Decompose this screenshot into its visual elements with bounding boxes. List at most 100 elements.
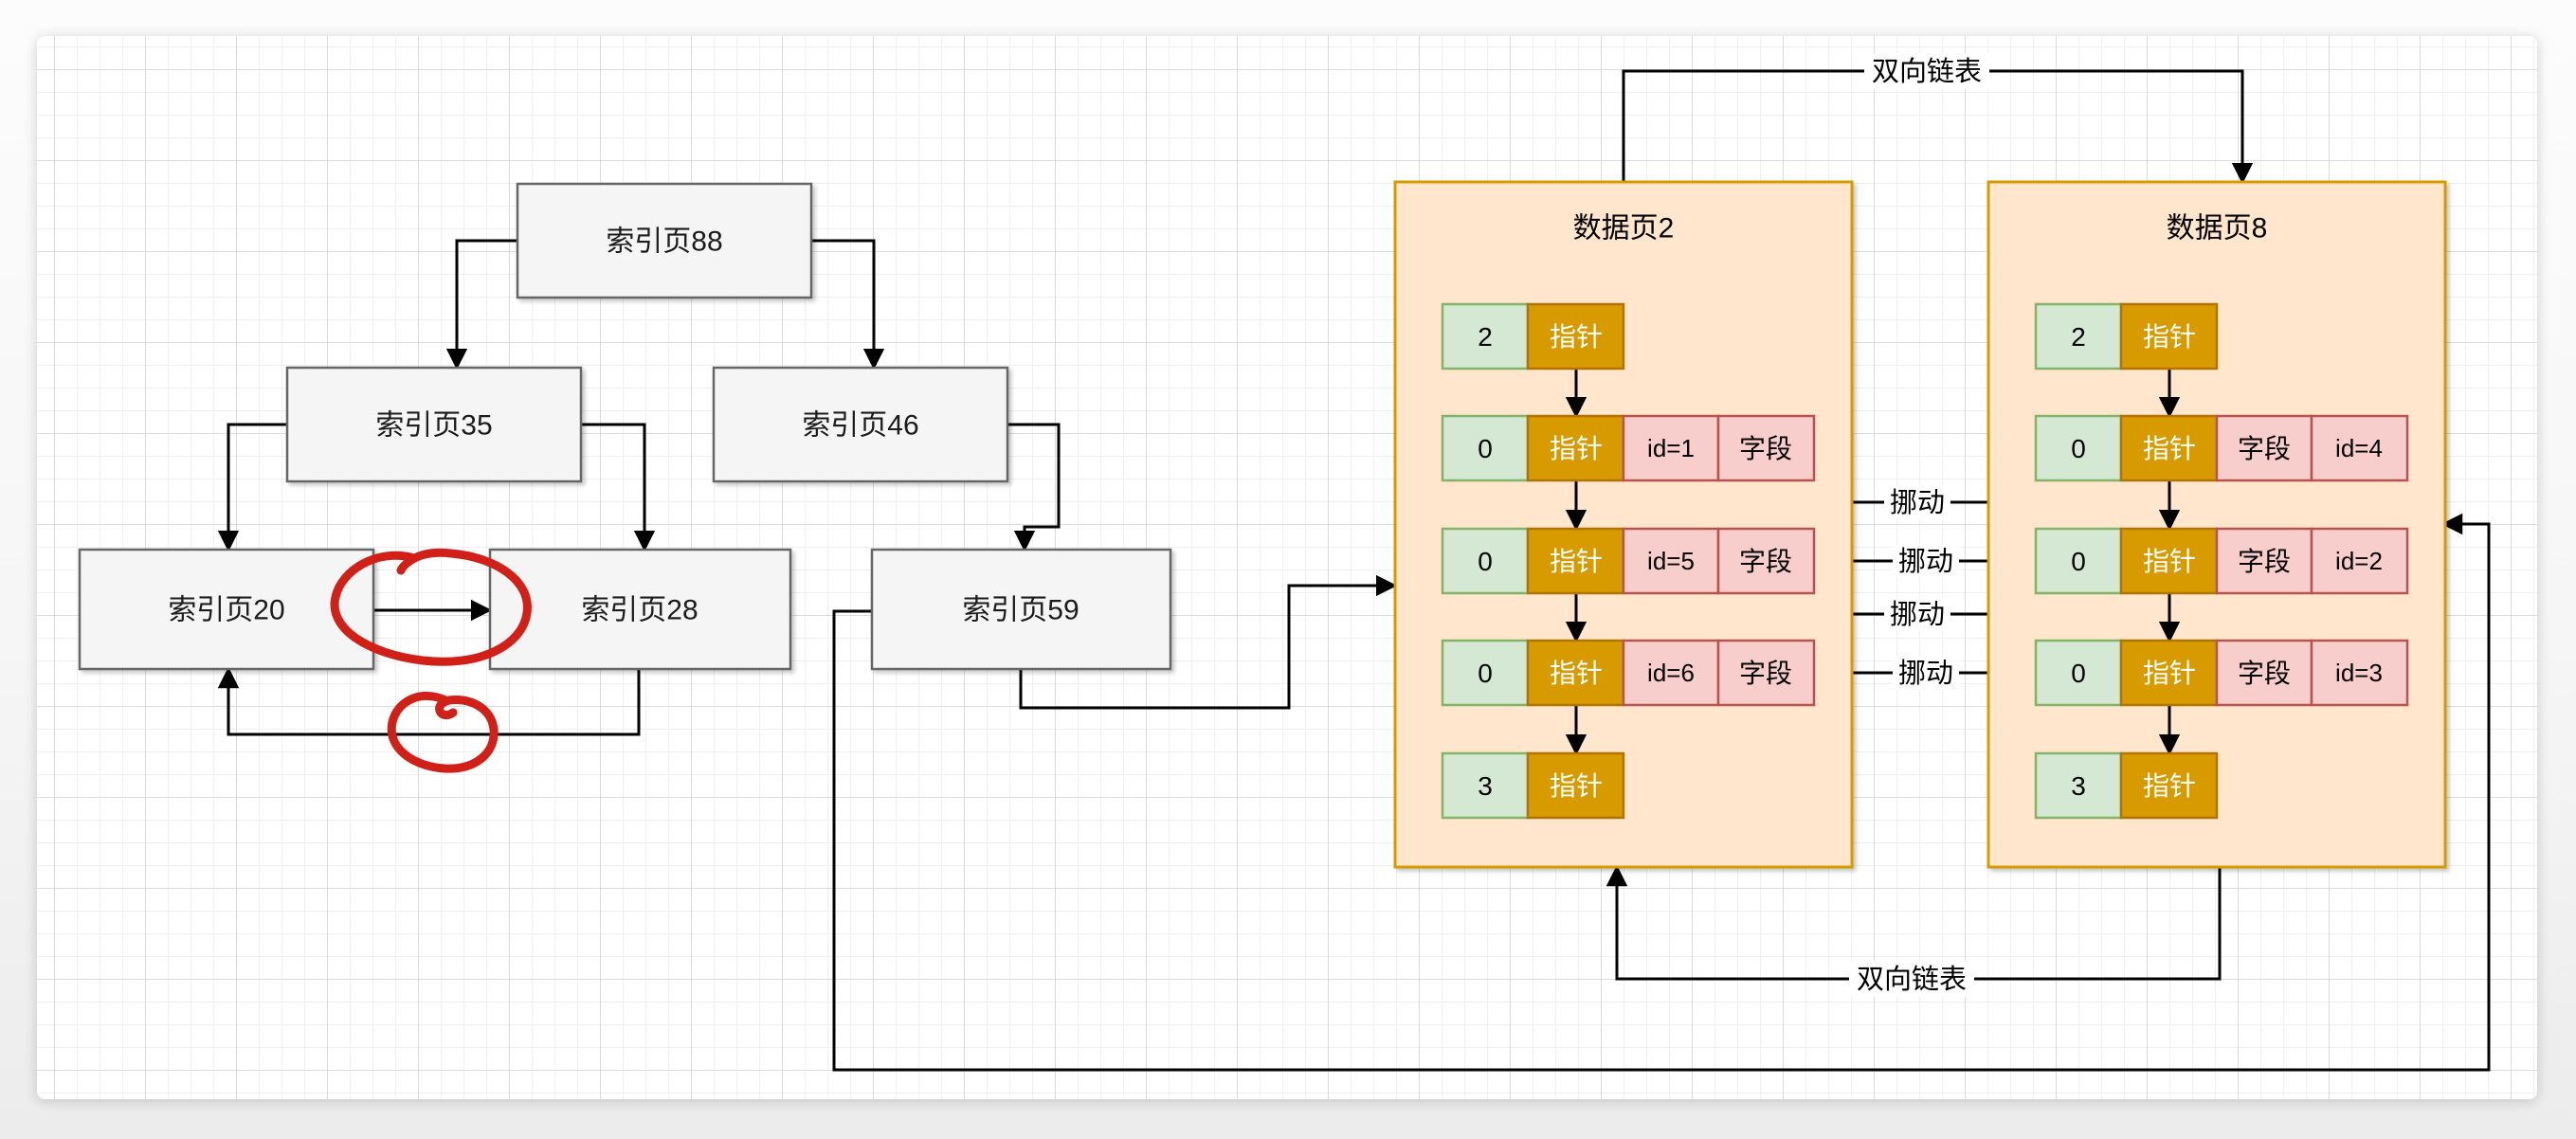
record-field: 字段	[1739, 547, 1792, 576]
record-key: 3	[1478, 771, 1493, 801]
index-node-88-label: 索引页88	[606, 226, 722, 258]
record-pointer-cell	[2119, 302, 2219, 371]
page2-record-row-2: 0 指针 id=1 字段	[1441, 414, 1816, 482]
record-id-cell	[2310, 527, 2409, 595]
record-field-cell	[1716, 527, 1816, 595]
index-node-59: 索引页59	[870, 548, 1172, 671]
page8-record-row-2: 0 指针 字段 id=4	[2034, 414, 2409, 482]
move-label-2: 挪动	[1898, 546, 1953, 577]
index-node-35: 索引页35	[285, 366, 583, 483]
record-pointer: 指针	[2143, 771, 2196, 801]
record-id: id=1	[1647, 434, 1695, 462]
record-pointer-cell	[1526, 751, 1625, 820]
record-id: id=4	[2335, 434, 2383, 462]
page2-record-row-3: 0 指针 id=5 字段	[1441, 527, 1816, 595]
record-id-cell	[1622, 414, 1720, 482]
record-key: 0	[1478, 434, 1493, 463]
record-key-cell	[1441, 527, 1530, 595]
record-id: id=3	[2335, 659, 2383, 687]
record-pointer-cell	[1526, 414, 1625, 482]
record-pointer: 指针	[2143, 547, 2196, 576]
page8-record-row-4: 0 指针 字段 id=3	[2034, 639, 2409, 707]
move-label-1: 挪动	[1890, 487, 1945, 518]
label-bg	[1864, 53, 1989, 89]
edge-35-to-28	[581, 423, 656, 552]
index-node-88-box	[516, 182, 813, 299]
record-pointer: 指针	[2143, 434, 2196, 463]
record-pointer-cell	[2119, 751, 2219, 820]
page2-record-row-4: 0 指针 id=6 字段	[1441, 639, 1816, 707]
record-key-cell	[2034, 639, 2123, 707]
record-key: 0	[2071, 547, 2086, 576]
page2-record-row-1: 2 指针	[1441, 302, 1625, 371]
record-key-cell	[2034, 302, 2123, 371]
record-field-cell	[2215, 527, 2313, 595]
record-pointer-cell	[1526, 302, 1625, 371]
record-field: 字段	[2238, 547, 2291, 576]
label-bg	[1884, 597, 1950, 631]
record-id: id=6	[1647, 659, 1695, 687]
record-field: 字段	[1739, 434, 1792, 463]
record-id: id=5	[1647, 547, 1695, 575]
index-node-20-label: 索引页20	[168, 595, 284, 626]
record-key: 2	[1478, 322, 1493, 352]
edge-88-to-46	[811, 239, 885, 371]
record-field-cell	[1716, 639, 1816, 707]
record-key: 2	[2071, 322, 2086, 352]
edge-35-to-20	[217, 423, 287, 552]
red-annotations	[330, 548, 532, 773]
record-key: 0	[2071, 659, 2086, 688]
index-node-20-box	[78, 548, 375, 671]
record-key: 0	[1478, 547, 1493, 576]
record-pointer-cell	[2119, 527, 2219, 595]
doubly-linked-bottom-label: 双向链表	[1857, 964, 1967, 995]
edge-88-to-35	[445, 239, 517, 371]
edge-46-to-59	[1007, 423, 1061, 552]
record-id-cell	[2310, 414, 2409, 482]
index-node-20: 索引页20	[78, 548, 375, 671]
record-field-cell	[2215, 414, 2313, 482]
edge-59-to-datapage2	[1019, 574, 1398, 710]
record-pointer-cell	[1526, 639, 1625, 707]
record-key-cell	[2034, 751, 2123, 820]
record-pointer-cell	[1526, 527, 1625, 595]
label-bg	[1849, 961, 1974, 997]
record-key-cell	[1441, 302, 1530, 371]
index-node-46: 索引页46	[712, 366, 1009, 483]
record-key-cell	[1441, 639, 1530, 707]
index-tree-edges	[217, 239, 2491, 1072]
index-node-28: 索引页28	[488, 548, 792, 671]
record-pointer: 指针	[1550, 771, 1603, 801]
page2-record-row-5: 3 指针	[1441, 751, 1625, 820]
record-key: 3	[2071, 771, 2086, 801]
record-id: id=2	[2335, 547, 2383, 575]
record-field-cell	[2215, 639, 2313, 707]
record-field: 字段	[1739, 659, 1792, 688]
move-label-4: 挪动	[1898, 658, 1953, 689]
label-bg	[1884, 485, 1950, 519]
record-id-cell	[2310, 639, 2409, 707]
data-page-8: 数据页8 2 指针 0 指针 字段 id=4 0 指针	[1986, 180, 2447, 869]
page8-record-row-1: 2 指针	[2034, 302, 2219, 371]
data-page-8-title: 数据页8	[2167, 213, 2268, 244]
index-node-46-box	[712, 366, 1009, 483]
edge-28-back-to-20	[217, 666, 641, 736]
record-pointer: 指针	[1550, 434, 1603, 463]
edge-labels: 双向链表 双向链表 挪动 挪动 挪动 挪动	[1849, 53, 1989, 997]
record-key: 0	[2071, 434, 2086, 463]
doubly-linked-top-label: 双向链表	[1872, 56, 1982, 87]
index-node-35-label: 索引页35	[375, 410, 492, 442]
index-node-88: 索引页88	[516, 182, 813, 299]
label-bg	[1893, 656, 1959, 690]
record-pointer: 指针	[1550, 659, 1603, 688]
record-field: 字段	[2238, 659, 2291, 688]
record-pointer: 指针	[1550, 322, 1603, 352]
record-key-cell	[2034, 414, 2123, 482]
index-node-59-label: 索引页59	[962, 595, 1079, 626]
record-pointer: 指针	[2143, 322, 2196, 352]
data-page-2-title: 数据页2	[1573, 213, 1675, 244]
record-pointer: 指针	[1550, 547, 1603, 576]
record-field-cell	[1716, 414, 1816, 482]
record-key-cell	[2034, 527, 2123, 595]
index-node-28-label: 索引页28	[581, 595, 698, 626]
